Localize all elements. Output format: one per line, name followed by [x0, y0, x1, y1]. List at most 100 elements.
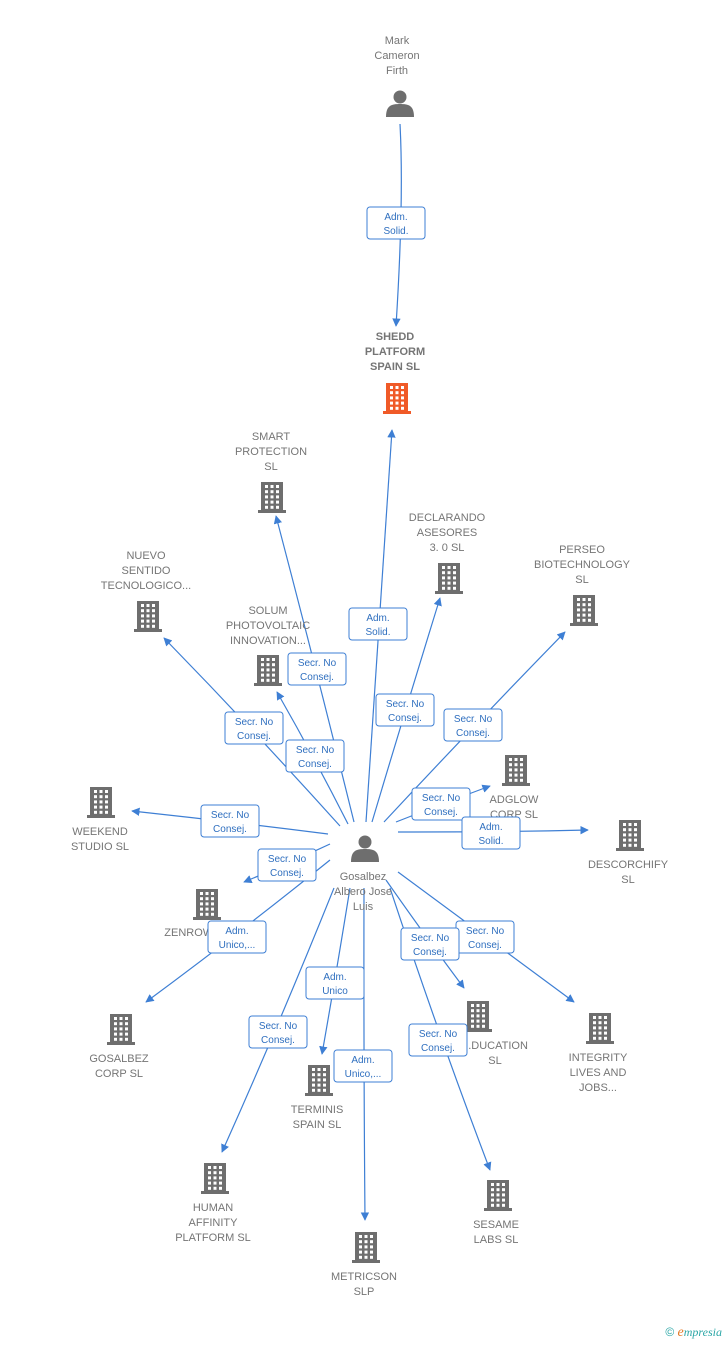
role-badge-text: Unico,...: [219, 940, 256, 951]
person-icon: [351, 835, 379, 862]
node-label: SLP: [354, 1286, 375, 1298]
role-badge-gosalbez_corp[interactable]: Adm. Unico,...: [207, 920, 267, 954]
node-label: Mark: [385, 35, 410, 47]
role-badge-text: Unico: [322, 986, 348, 997]
role-badge-solum[interactable]: Secr. No Consej.: [285, 739, 345, 773]
node-label: SMART: [252, 431, 291, 443]
role-badge-nuevo[interactable]: Secr. No Consej.: [224, 711, 284, 745]
node-label: SESAME: [473, 1219, 519, 1231]
node-label: LABS SL: [474, 1234, 519, 1246]
node-label: Firth: [386, 65, 408, 77]
building-icon: [586, 1013, 614, 1044]
node-integrity[interactable]: INTEGRITY LIVES AND JOBS...: [569, 1013, 628, 1094]
node-label: SL: [575, 574, 588, 586]
role-badge-text: Consej.: [237, 731, 271, 742]
role-badge-shedd[interactable]: Adm.Solid.: [348, 607, 408, 641]
role-badge-text: Consej.: [213, 824, 247, 835]
role-badge-text: Consej.: [298, 759, 332, 770]
node-label: Gosalbez: [340, 871, 386, 883]
node-label: LIVES AND: [570, 1067, 627, 1079]
role-badge-text: Adm.: [225, 926, 248, 937]
building-icon: [258, 482, 286, 513]
role-badge-text: Consej.: [270, 868, 304, 879]
role-badge-text: Solid.: [478, 836, 503, 847]
node-label: INTEGRITY: [569, 1052, 628, 1064]
role-badge-terminis[interactable]: Adm. Unico: [305, 966, 365, 1000]
role-badge-shedd[interactable]: Adm.Solid.: [366, 206, 426, 240]
building-icon: [134, 601, 162, 632]
building-icon: [464, 1001, 492, 1032]
building-icon: [107, 1014, 135, 1045]
role-badge-text: Consej.: [413, 947, 447, 958]
copyright-icon: ©: [665, 1325, 675, 1339]
role-badge-text: Adm.: [479, 822, 502, 833]
node-label: 3. 0 SL: [430, 542, 465, 554]
node-label: NUEVO: [126, 550, 166, 562]
node-sesame[interactable]: SESAME LABS SL: [473, 1180, 519, 1246]
node-zenrow[interactable]: ZENROW...: [164, 889, 222, 939]
role-badge-metricson[interactable]: Adm.Unico,...: [333, 1049, 393, 1083]
node-shedd[interactable]: SHEDD PLATFORM SPAIN SL: [365, 331, 425, 414]
building-icon: [87, 787, 115, 818]
node-label: ...DUCATION: [462, 1040, 528, 1052]
node-label: SPAIN SL: [370, 361, 420, 373]
node-label: SL: [264, 461, 277, 473]
node-label: PROTECTION: [235, 446, 307, 458]
role-badge-descorchify[interactable]: Adm. Solid.: [461, 816, 521, 850]
role-badge-text: Adm.: [323, 972, 346, 983]
node-label: TECNOLOGICO...: [101, 580, 191, 592]
badges-layer: Adm. Solid. Adm. Solid. Secr. No Consej. Secr.…: [200, 206, 521, 1083]
role-badge-text: Consej.: [300, 672, 334, 683]
node-solum[interactable]: SOLUMPHOTOVOLTAICINNOVATION...: [226, 605, 310, 686]
node-label: PLATFORM: [365, 346, 425, 358]
node-label: BIOTECHNOLOGY: [534, 559, 631, 571]
role-badge-text: Secr. No: [296, 745, 335, 756]
person-icon: [386, 90, 414, 117]
role-badge-education[interactable]: Secr. No Consej.: [400, 927, 460, 961]
building-icon: [570, 595, 598, 626]
building-icon: [254, 655, 282, 686]
node-label: AFFINITY: [189, 1217, 239, 1229]
role-badge-text: Secr. No: [235, 717, 274, 728]
node-label: JOBS...: [579, 1082, 617, 1094]
node-label: ASESORES: [417, 527, 478, 539]
node-label: WEEKEND: [72, 826, 128, 838]
node-nuevo[interactable]: NUEVOSENTIDOTECNOLOGICO...: [101, 550, 191, 632]
node-label: GOSALBEZ: [89, 1053, 149, 1065]
node-smart[interactable]: SMART PROTECTION SL: [235, 431, 307, 513]
node-label: DESCORCHIFY: [588, 859, 669, 871]
building-icon: [484, 1180, 512, 1211]
node-label: PLATFORM SL: [175, 1232, 251, 1244]
node-label: PHOTOVOLTAIC: [226, 620, 310, 632]
building-icon: [201, 1163, 229, 1194]
role-badge-text: Consej.: [421, 1043, 455, 1054]
building-icon: [616, 820, 644, 851]
building-icon: [305, 1065, 333, 1096]
role-badge-text: Solid.: [383, 226, 408, 237]
node-label: Cameron: [374, 50, 419, 62]
node-label: SHEDD: [376, 331, 415, 343]
role-badge-text: Secr. No: [411, 933, 450, 944]
building-icon: [502, 755, 530, 786]
